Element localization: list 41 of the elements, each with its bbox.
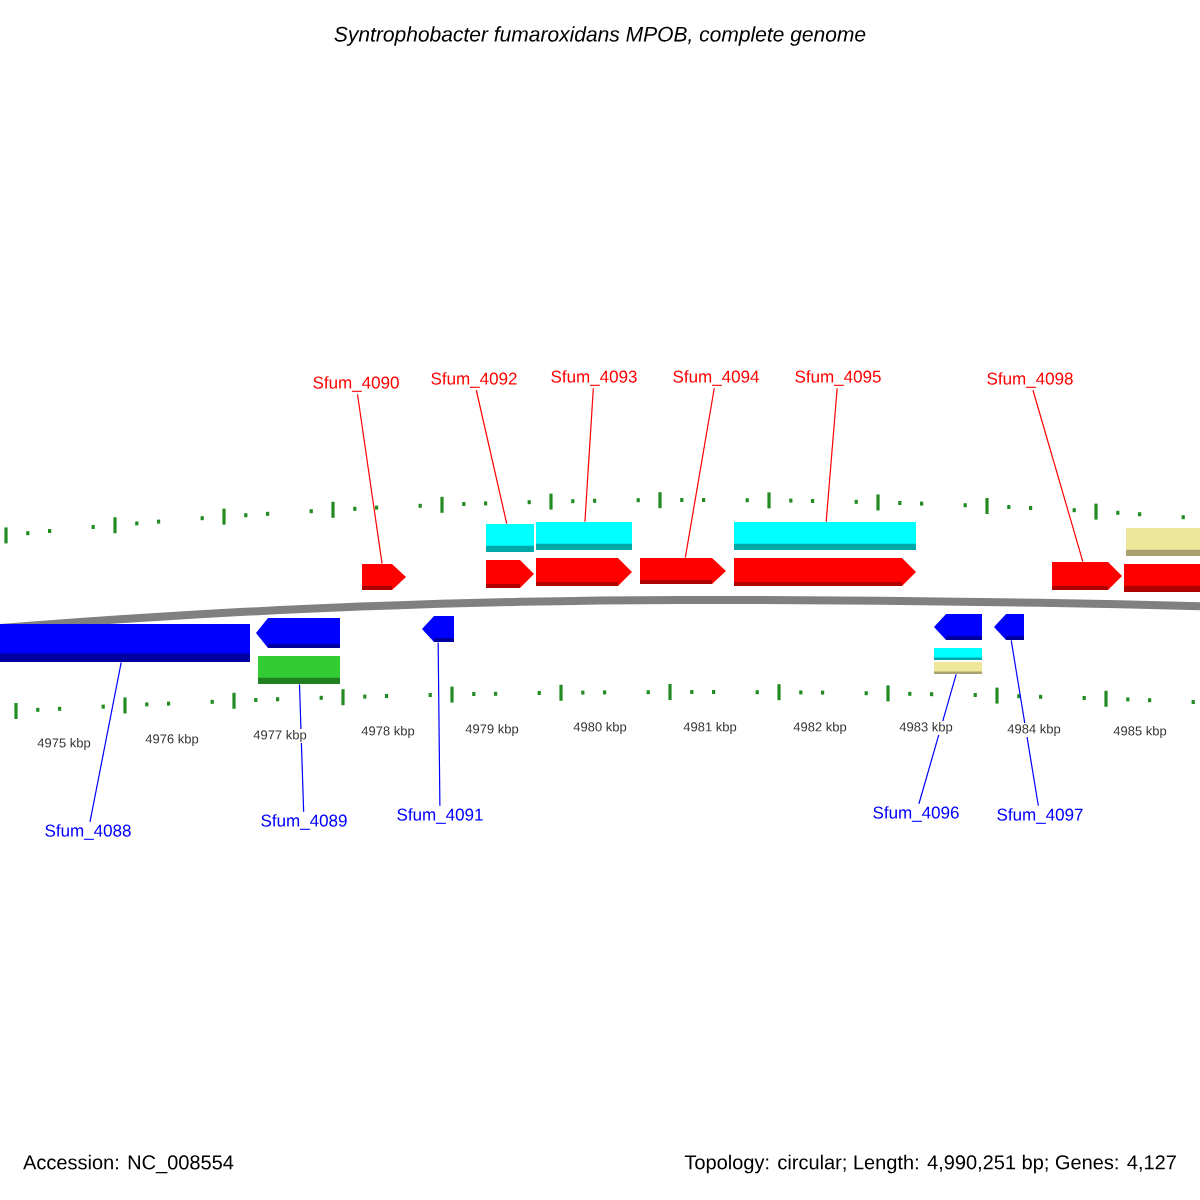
gene-label: Sfum_4095 xyxy=(795,370,881,386)
gene-label: Sfum_4096 xyxy=(873,806,959,822)
leader-line xyxy=(89,661,122,823)
leader-line xyxy=(1010,639,1039,807)
gene-feature xyxy=(734,558,916,586)
feature-bar xyxy=(1124,564,1200,592)
feature-bar xyxy=(734,522,916,550)
leader-line xyxy=(437,641,441,807)
gene-label: Sfum_4090 xyxy=(313,376,399,392)
footer-text: Topology: circular; Length: 4,990,251 bp; Genes: 4,127 xyxy=(684,1154,1176,1174)
leader-line xyxy=(1032,389,1084,563)
gene-label: Sfum_4098 xyxy=(987,372,1073,388)
gene-label: Sfum_4092 xyxy=(431,372,517,388)
gene-label: Sfum_4091 xyxy=(397,808,483,824)
feature-bar xyxy=(486,524,534,552)
gene-feature xyxy=(994,614,1024,640)
gene-feature xyxy=(934,614,982,640)
gene-label: Sfum_4094 xyxy=(673,370,759,386)
gene-feature xyxy=(486,560,534,588)
leader-line xyxy=(356,393,383,565)
leader-line xyxy=(475,389,508,525)
feature-bar xyxy=(1126,528,1200,556)
leader-line xyxy=(825,387,838,523)
gene-feature xyxy=(1052,562,1122,590)
title: Syntrophobacter fumaroxidans MPOB, complete genome xyxy=(334,26,866,46)
feature-bar xyxy=(0,624,250,662)
leader-line xyxy=(684,387,715,559)
feature-bar xyxy=(934,648,982,660)
gene-label: Sfum_4088 xyxy=(45,824,131,840)
gene-label: Sfum_4093 xyxy=(551,370,637,386)
feature-bar xyxy=(258,656,340,684)
footer-text: Accession: NC_008554 xyxy=(23,1154,234,1174)
gene-feature xyxy=(362,564,406,590)
gene-label: Sfum_4089 xyxy=(261,814,347,830)
gene-feature xyxy=(640,558,726,584)
gene-feature xyxy=(256,618,340,648)
leader-line xyxy=(584,387,594,523)
gene-label: Sfum_4097 xyxy=(997,808,1083,824)
feature-bar xyxy=(934,662,982,674)
leader-line xyxy=(298,683,305,813)
gene-feature xyxy=(422,616,454,642)
